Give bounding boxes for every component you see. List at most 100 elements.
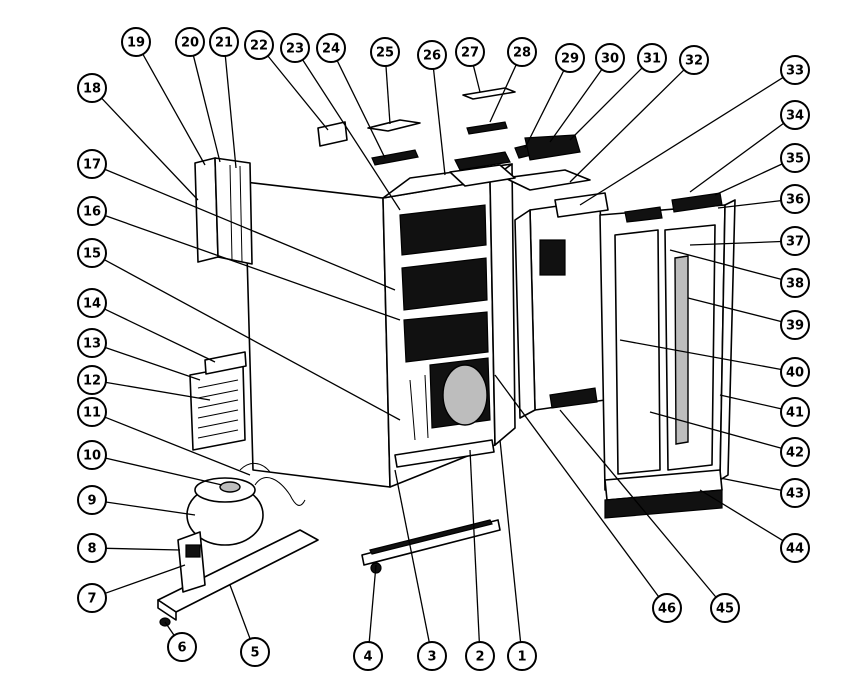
leader-line-26 <box>432 68 446 176</box>
callout-label: 38 <box>786 277 804 292</box>
callout-label: 3 <box>427 650 436 665</box>
callout-46: 46 <box>652 593 682 623</box>
leader-line-27 <box>472 65 481 93</box>
callout-circle <box>780 437 810 467</box>
callout-circle <box>77 485 107 515</box>
callout-13: 13 <box>77 328 107 358</box>
callout-4: 4 <box>353 641 383 671</box>
callout-circle <box>280 33 310 63</box>
callout-label: 43 <box>786 487 804 502</box>
callout-circle <box>417 40 447 70</box>
callout-23: 23 <box>280 33 310 63</box>
callout-circle <box>77 149 107 179</box>
leader-line-37 <box>689 240 782 246</box>
hinge-bracket-panel <box>194 157 219 263</box>
callout-label: 7 <box>87 592 96 607</box>
leader-lines <box>101 53 785 643</box>
fan-motor-31 <box>524 134 581 161</box>
callout-label: 21 <box>215 36 233 51</box>
callout-circle <box>780 397 810 427</box>
callout-label: 1 <box>517 650 526 665</box>
callout-circle <box>595 43 625 73</box>
callout-5: 5 <box>240 637 270 667</box>
top-cover <box>449 164 516 187</box>
callout-circle <box>77 397 107 427</box>
compressor-bracket <box>177 531 206 593</box>
callout-circle <box>507 37 537 67</box>
leader-line-22 <box>267 55 329 131</box>
callout-25: 25 <box>370 37 400 67</box>
leader-line-45 <box>559 409 717 598</box>
callout-circle <box>780 100 810 130</box>
leader-line-2 <box>469 449 480 643</box>
callout-label: 15 <box>83 247 101 262</box>
callout-label: 29 <box>561 52 579 67</box>
leader-line-33 <box>579 76 784 206</box>
callout-label: 26 <box>423 49 441 64</box>
leader-line-5 <box>229 584 251 640</box>
callout-circle <box>77 328 107 358</box>
callout-circle <box>209 27 239 57</box>
callout-label: 30 <box>601 52 619 67</box>
callout-label: 19 <box>127 36 145 51</box>
callout-label: 22 <box>250 39 268 54</box>
leader-line-14 <box>104 308 216 363</box>
callout-label: 36 <box>786 193 804 208</box>
door-kick-plate <box>604 489 723 519</box>
evaporator-cover <box>529 199 606 411</box>
callout-circle <box>780 55 810 85</box>
leader-line-20 <box>192 55 221 163</box>
door-window-left <box>614 229 661 475</box>
callout-label: 16 <box>83 205 101 220</box>
callout-label: 4 <box>363 650 372 665</box>
callout-circle <box>780 184 810 214</box>
callout-label: 10 <box>83 449 101 464</box>
callout-circle <box>417 641 447 671</box>
leader-line-9 <box>105 501 196 516</box>
callout-label: 20 <box>181 36 199 51</box>
leader-line-46 <box>494 374 660 598</box>
callout-circle <box>637 43 667 73</box>
callout-circle <box>316 33 346 63</box>
callout-label: 28 <box>513 46 531 61</box>
callout-20: 20 <box>175 27 205 57</box>
leader-line-38 <box>669 249 782 281</box>
callout-circle <box>652 593 682 623</box>
callout-circle <box>244 30 274 60</box>
callout-circle <box>780 226 810 256</box>
leader-line-30 <box>549 69 603 143</box>
callout-circle <box>175 27 205 57</box>
callout-16: 16 <box>77 196 107 226</box>
callout-37: 37 <box>780 226 810 256</box>
callout-circle <box>77 440 107 470</box>
leader-line-17 <box>104 168 396 291</box>
callout-circle <box>77 583 107 613</box>
callout-35: 35 <box>780 143 810 173</box>
callout-circle <box>121 27 151 57</box>
callout-38: 38 <box>780 268 810 298</box>
callout-28: 28 <box>507 37 537 67</box>
leader-line-16 <box>104 215 401 321</box>
callout-21: 21 <box>209 27 239 57</box>
callout-label: 9 <box>87 494 96 509</box>
callout-41: 41 <box>780 397 810 427</box>
leader-line-24 <box>336 60 386 159</box>
callout-12: 12 <box>77 365 107 395</box>
leader-line-23 <box>302 59 401 211</box>
top-cover-2 <box>454 151 511 171</box>
callout-label: 24 <box>322 42 340 57</box>
callout-circle <box>679 45 709 75</box>
callout-26: 26 <box>417 40 447 70</box>
callout-label: 11 <box>83 406 101 421</box>
callout-44: 44 <box>780 533 810 563</box>
callout-3: 3 <box>417 641 447 671</box>
callout-label: 41 <box>786 406 804 421</box>
callout-18: 18 <box>77 73 107 103</box>
callout-36: 36 <box>780 184 810 214</box>
leader-line-29 <box>524 70 565 149</box>
callout-circle <box>77 288 107 318</box>
door-window-right <box>664 224 716 471</box>
callout-40: 40 <box>780 357 810 387</box>
callout-circle <box>240 637 270 667</box>
callout-label: 44 <box>786 542 804 557</box>
